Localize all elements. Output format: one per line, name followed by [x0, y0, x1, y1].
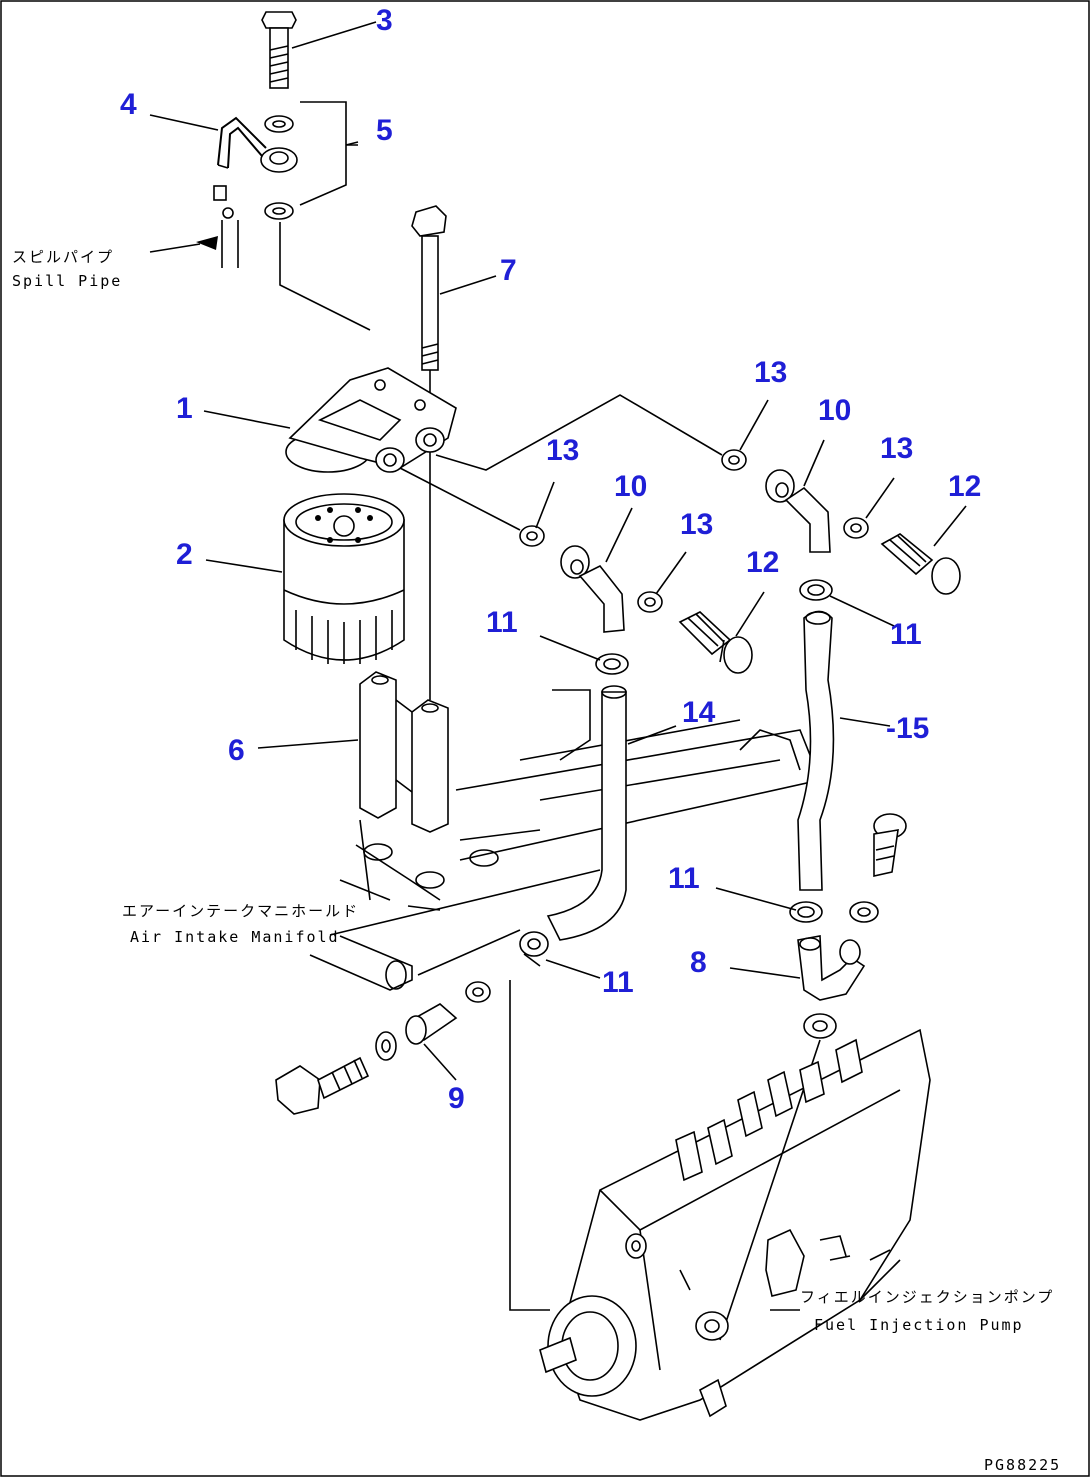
part-5-washers	[260, 101, 358, 220]
callout-2: 2	[176, 538, 193, 571]
part-8-elbow	[797, 935, 866, 1001]
fuel-injection-pump	[539, 1028, 931, 1421]
callout-15: -15	[886, 712, 929, 745]
part-12-bolt-right	[880, 533, 961, 595]
callout-6: 6	[228, 734, 245, 767]
callout-1: 1	[176, 392, 193, 425]
part-3-bolt	[261, 11, 297, 89]
part-6-bracket	[359, 671, 449, 833]
spill-pipe	[149, 185, 239, 268]
spill-pipe-label-en: Spill Pipe	[12, 272, 122, 290]
callout-13-b: 13	[546, 434, 579, 467]
part-13-washer-d	[843, 517, 869, 539]
fuel-pump-label-jp: フィエルインジェクションポンプ	[800, 1288, 1054, 1306]
callout-7: 7	[500, 254, 517, 287]
part-11-clamp-c	[789, 901, 823, 923]
fuel-pump-label-en: Fuel Injection Pump	[814, 1316, 1024, 1334]
assembly-line-right	[435, 394, 723, 471]
callout-11-b: 11	[890, 618, 922, 651]
spill-pipe-label-jp: スピルパイプ	[12, 248, 114, 266]
callout-3: 3	[376, 4, 393, 37]
part-10-banjo-pipe-left	[560, 545, 625, 633]
part-14-pipe	[546, 685, 627, 941]
part-11-clamp-a	[595, 653, 629, 675]
assembly-line-pump-left	[509, 980, 550, 1311]
leader-lines	[149, 21, 967, 1081]
part-11-clamp-d	[519, 931, 549, 967]
part-2-filter-cartridge	[283, 493, 405, 664]
part-15-hose	[797, 610, 835, 891]
part-10-banjo-pipe-right	[765, 469, 831, 553]
assembly-line-lower	[399, 467, 521, 531]
callout-8: 8	[690, 946, 707, 979]
assembly-line-upper	[279, 222, 371, 331]
air-intake-leader	[339, 879, 391, 901]
pump-inlet-washer	[803, 1013, 837, 1039]
callout-13-a: 13	[754, 356, 787, 389]
callout-13-d: 13	[880, 432, 913, 465]
part-13-washer-a	[721, 449, 747, 471]
part-1-filter-head	[285, 367, 457, 473]
air-intake-label-jp: エアーインテークマニホールド	[122, 902, 359, 920]
part-9-fitting	[375, 981, 491, 1061]
callout-4: 4	[120, 88, 137, 121]
callout-11-c: 11	[668, 862, 700, 895]
callout-10-right: 10	[818, 394, 851, 427]
air-intake-label-en: Air Intake Manifold	[130, 928, 340, 946]
part-13-washer-c	[637, 591, 663, 613]
part-13-washer-b	[519, 525, 545, 547]
callout-13-c: 13	[680, 508, 713, 541]
air-intake-manifold	[309, 689, 822, 991]
bolt-lower-left	[275, 1056, 370, 1115]
callout-14: 14	[682, 696, 716, 729]
part-11-clamp-b	[799, 579, 833, 601]
callout-5: 5	[376, 114, 393, 147]
fitting-bolt-right	[849, 813, 907, 923]
callout-11-a: 11	[486, 606, 518, 639]
part-12-bolt-left	[678, 611, 753, 674]
drawing-code: PG88225	[984, 1456, 1061, 1474]
callout-10-left: 10	[614, 470, 647, 503]
callout-9: 9	[448, 1082, 465, 1115]
callout-12-left: 12	[746, 546, 779, 579]
callout-11-d: 11	[602, 966, 634, 999]
part-4-pipe	[217, 116, 267, 169]
callout-12-right: 12	[948, 470, 981, 503]
